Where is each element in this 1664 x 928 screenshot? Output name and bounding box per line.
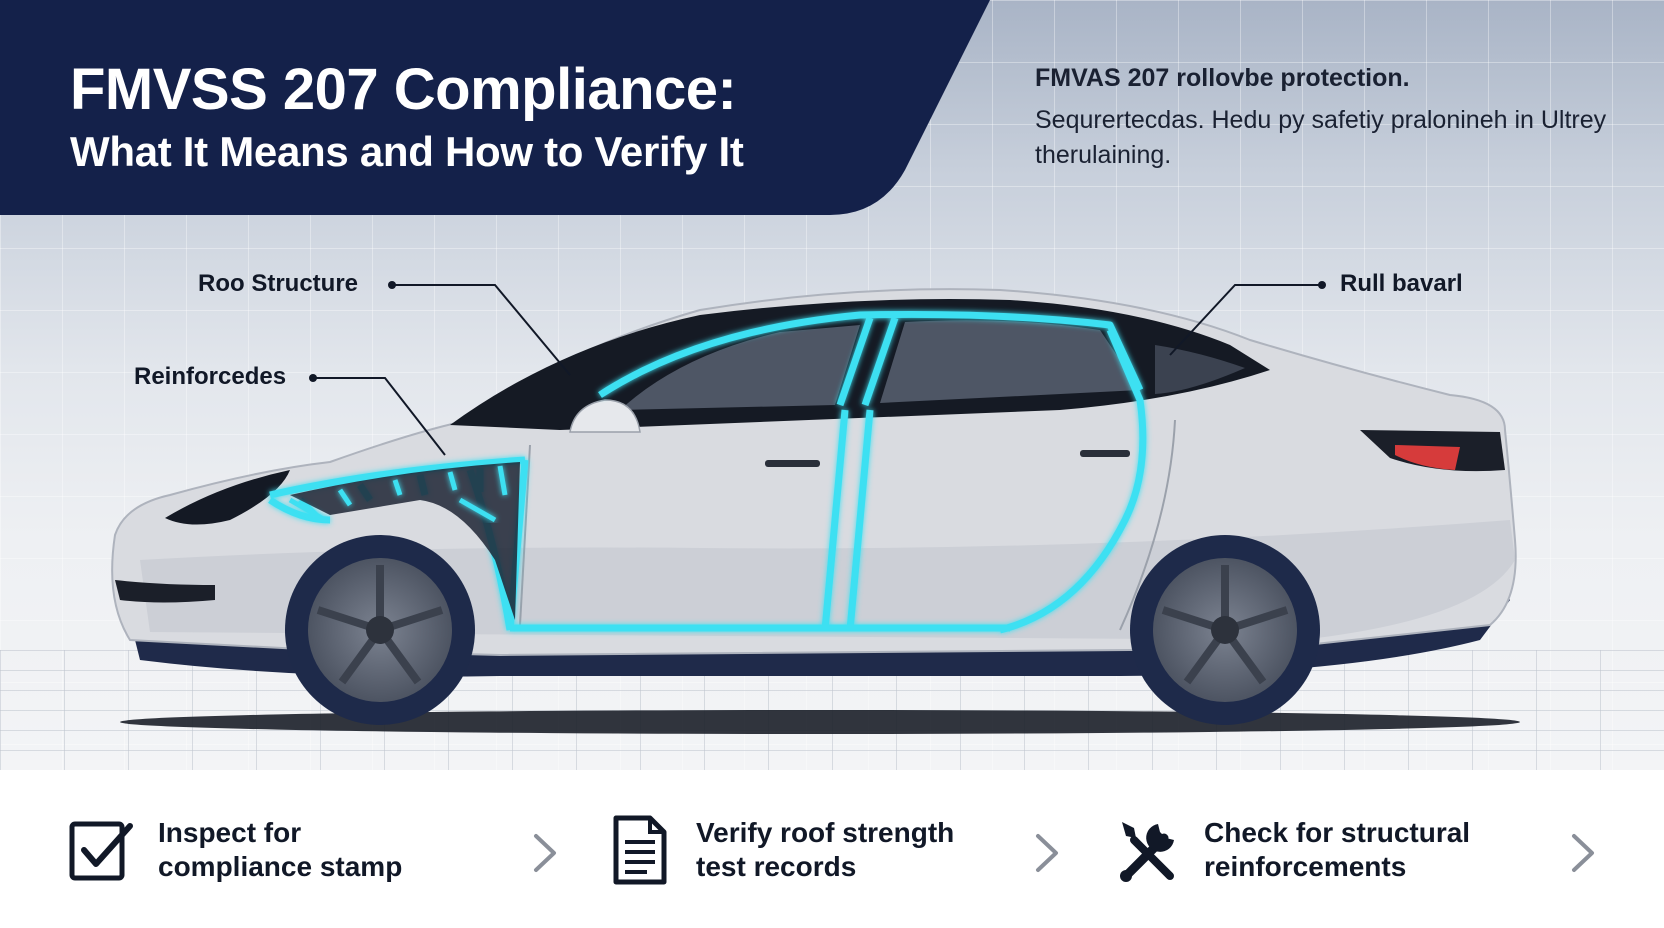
roll-bar-dot — [1318, 281, 1326, 289]
info-note-heading: FMVAS 207 rollovbe protection. — [1035, 64, 1410, 92]
car-mirror — [569, 399, 641, 433]
car-headlight — [165, 470, 290, 525]
reinforcements-dot — [309, 374, 317, 382]
title-banner — [0, 0, 990, 215]
car-door-line — [519, 444, 531, 626]
front-wheel — [285, 535, 475, 725]
car-shadow — [120, 710, 1520, 734]
info-note: FMVAS 207 rollovbe protection. Sequrerte… — [1035, 64, 1635, 173]
callout-reinforcements: Reinforcedes — [134, 363, 287, 390]
cage-c-pillar — [999, 328, 1147, 634]
step-inspect-stamp: Inspect for compliance stamp — [66, 810, 458, 890]
car-front-window — [620, 325, 860, 410]
step-label-inspect: Inspect for compliance stamp — [158, 817, 403, 882]
car-door-line-rear — [1119, 419, 1176, 631]
cage-roof-rail — [598, 310, 1144, 398]
car-rear-window — [880, 320, 1140, 403]
chevron-right-icon — [1572, 834, 1594, 872]
callout-roll-bar: Rull bavarl — [1340, 270, 1463, 297]
step-verify-records: Verify roof strength test records — [604, 810, 996, 890]
roof-structure-dot — [388, 281, 396, 289]
callout-roof-structure: Roo Structure — [198, 270, 359, 297]
cage-a-pillar-outer — [861, 316, 899, 407]
checkbox-icon — [66, 814, 138, 886]
car-door-handle-front — [765, 460, 820, 467]
roof-structure-leader — [392, 284, 571, 376]
car-quarter-window — [1155, 345, 1245, 394]
car-illustration — [111, 281, 1520, 734]
verification-steps: Inspect for compliance stamp Verify roof… — [0, 770, 1664, 928]
cage-b-pillar-right — [846, 409, 874, 631]
reinforcements-leader — [313, 377, 446, 456]
tools-icon — [1112, 814, 1184, 886]
cage-fender-cross — [269, 456, 526, 499]
chevron-right-icon — [534, 834, 556, 872]
step-check-reinforcements: Check for structural reinforcements — [1112, 810, 1504, 890]
car-door-handle-rear — [1080, 450, 1130, 457]
diagram-stage: FMVSS 207 Compliance: What It Means and … — [0, 0, 1664, 770]
car-front-intake — [115, 580, 215, 603]
page-subtitle: What It Means and How to Verify It — [70, 128, 744, 175]
roll-bar-leader — [1169, 284, 1322, 356]
page-title: FMVSS 207 Compliance: — [70, 57, 737, 122]
cage-a-pillar-inner — [836, 316, 874, 407]
info-note-body: Sequrertecdas. Hedu py safetiy praloninе… — [1035, 106, 1607, 169]
car-tail-light-red — [1395, 445, 1460, 470]
step-label-check: Check for structural reinforcements — [1204, 817, 1471, 882]
document-icon — [604, 814, 676, 886]
rear-wheel — [1130, 535, 1320, 725]
chevron-right-icon — [1036, 834, 1058, 872]
cage-fender-ribs — [288, 465, 508, 523]
cage-b-pillar-left — [821, 409, 849, 631]
step-label-verify: Verify roof strength test records — [696, 817, 955, 882]
